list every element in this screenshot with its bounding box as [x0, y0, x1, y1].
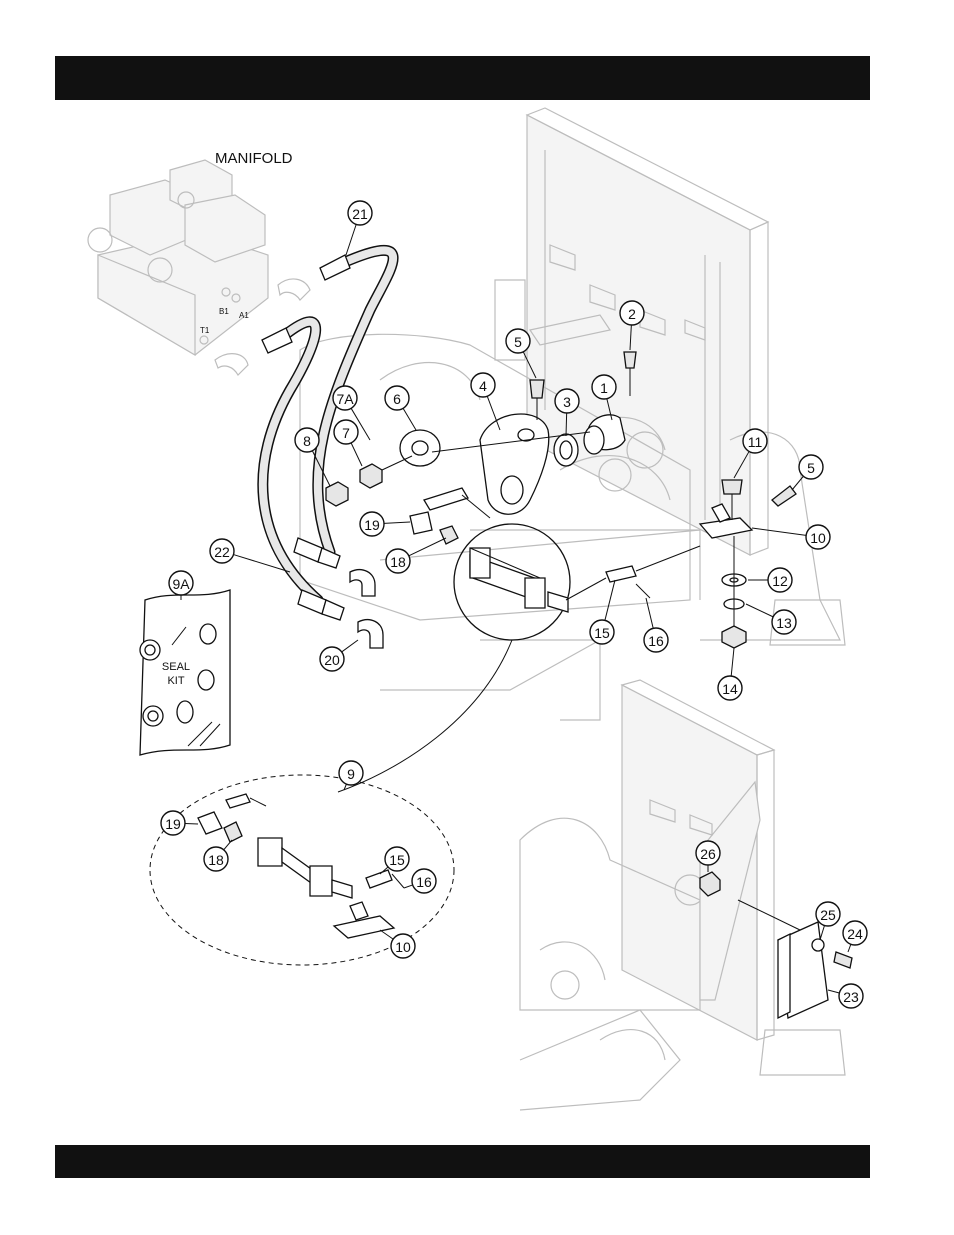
callout-leader	[566, 413, 567, 436]
callout-number: 16	[416, 874, 432, 890]
callout-number: 7A	[336, 391, 354, 407]
callout-number: 2	[628, 306, 636, 322]
callout-14: 14	[718, 648, 742, 700]
callout-number: 8	[303, 433, 311, 449]
callout-leader	[828, 990, 839, 993]
callout-number: 14	[722, 681, 738, 697]
callout-leader	[731, 648, 734, 676]
callout-leader	[404, 885, 413, 888]
callout-number: 10	[810, 530, 826, 546]
callout-number: 5	[807, 460, 815, 476]
callout-7: 7	[334, 420, 362, 466]
callout-23: 23	[828, 984, 863, 1008]
callout-number: 20	[324, 652, 340, 668]
callout-number: 7	[342, 425, 350, 441]
callout-9: 9	[339, 761, 363, 790]
callout-leader	[185, 823, 198, 824]
callout-21: 21	[346, 201, 372, 255]
callout-number: 11	[748, 434, 763, 450]
callout-number: 1	[600, 380, 608, 396]
callout-number: 23	[843, 989, 859, 1005]
callout-number: 15	[594, 625, 610, 641]
callout-number: 19	[165, 816, 181, 832]
callout-layer: 123455677A899A10101112131415151616181819…	[161, 201, 867, 1008]
manifold-label: MANIFOLD	[215, 150, 293, 167]
callout-12: 12	[748, 568, 792, 592]
callout-number: 16	[648, 633, 664, 649]
seal-kit-line2: KIT	[167, 675, 184, 687]
callout-6: 6	[385, 386, 416, 430]
callout-10: 10	[752, 525, 830, 549]
callout-leader	[342, 640, 358, 652]
callout-number: 5	[514, 334, 522, 350]
callout-5: 5	[792, 455, 823, 490]
callout-leader	[605, 580, 615, 620]
callout-number: 4	[479, 378, 487, 394]
callout-leader	[752, 528, 806, 535]
port-a1-label: A1	[239, 311, 249, 320]
callout-number: 19	[364, 517, 380, 533]
callout-19: 19	[360, 512, 410, 536]
callout-number: 26	[700, 846, 716, 862]
callout-leader	[820, 925, 824, 940]
callout-13: 13	[746, 604, 796, 634]
callout-leader	[409, 538, 446, 556]
callout-24: 24	[843, 921, 867, 952]
callout-number: 18	[390, 554, 406, 570]
callout-number: 18	[208, 852, 224, 868]
callout-19: 19	[161, 811, 198, 835]
callout-number: 15	[389, 852, 405, 868]
callout-number: 10	[395, 939, 411, 955]
callout-number: 9	[347, 766, 355, 782]
port-t1-label: T1	[200, 326, 210, 335]
callout-20: 20	[320, 640, 358, 671]
callout-number: 22	[214, 544, 230, 560]
callout-15: 15	[380, 847, 409, 874]
callout-leader	[224, 840, 232, 850]
callout-16: 16	[644, 598, 668, 652]
callout-leader	[746, 604, 773, 617]
callout-leader	[384, 522, 410, 523]
callout-number: 25	[820, 907, 836, 923]
callout-18: 18	[386, 538, 446, 573]
callout-leader	[380, 930, 393, 939]
callout-number: 12	[772, 573, 788, 589]
callout-leader	[351, 443, 362, 466]
callout-number: 9A	[172, 576, 190, 592]
callout-number: 13	[776, 615, 792, 631]
callout-10: 10	[380, 930, 415, 958]
callout-number: 3	[563, 394, 571, 410]
callout-number: 6	[393, 391, 401, 407]
callout-leader	[848, 944, 851, 952]
callout-number: 21	[352, 206, 368, 222]
callout-15: 15	[590, 580, 615, 644]
port-b1-label: B1	[219, 307, 229, 316]
frame-ghost-lower	[520, 680, 845, 1110]
callout-16: 16	[404, 869, 436, 893]
seal-kit-line1: SEAL	[162, 661, 190, 673]
callout-number: 24	[847, 926, 863, 942]
callout-leader	[403, 408, 416, 430]
callout-leader	[346, 224, 356, 255]
callout-18: 18	[204, 840, 232, 871]
